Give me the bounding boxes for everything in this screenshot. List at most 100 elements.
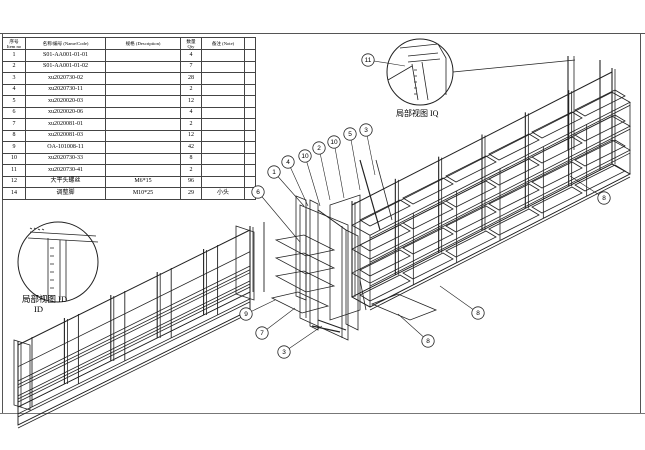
base-plate (351, 163, 631, 308)
shelf-tile (359, 249, 411, 277)
main-assembly-isometric (299, 56, 631, 341)
shelf-tile (445, 230, 497, 258)
balloon-number: 4 (286, 159, 290, 166)
bom-header-blank (244, 37, 256, 50)
balloon-leader (257, 191, 301, 243)
shelf-tile (574, 89, 626, 117)
bom-cell-qty: 12 (180, 129, 202, 142)
balloon-leader (261, 307, 296, 334)
bom-header-note: 备注 (Note) (201, 37, 245, 50)
balloon-leader (287, 161, 309, 207)
sheet-border-bottom (0, 413, 645, 414)
balloon-number: 8 (602, 195, 606, 202)
balloon-leader (365, 129, 376, 176)
balloon-circle (251, 185, 265, 199)
shelf-tile (574, 114, 626, 142)
shelf-front-lip (17, 312, 251, 429)
bom-cell-item-no: 7 (2, 118, 26, 131)
bom-cell-blank (244, 49, 256, 62)
shelf-panel (351, 139, 631, 284)
balloon-number: 11 (365, 57, 372, 64)
shelf-tile (531, 111, 583, 139)
shelf-tile (402, 202, 454, 230)
balloon-circle (277, 345, 291, 359)
loose-base-panel (270, 291, 330, 314)
loose-upright-a (295, 195, 307, 301)
bom-cell-blank (244, 141, 256, 154)
balloon-circle (471, 306, 485, 320)
bom-cell-blank (244, 152, 256, 165)
shelf-tile (531, 136, 583, 164)
balloon-number: 10 (301, 153, 309, 160)
shelf-tile (488, 133, 540, 161)
bom-cell-blank (244, 164, 256, 177)
balloon-number: 9 (244, 311, 248, 318)
balloon-circle (312, 141, 326, 155)
balloon-number: 8 (476, 310, 480, 317)
balloon-circle (359, 123, 373, 137)
left-end-frame (13, 339, 31, 411)
detail-iq-content (387, 43, 576, 101)
right-end-frame (235, 225, 255, 301)
balloon-leader (304, 155, 321, 207)
shelf-tile (574, 139, 626, 167)
shelf-panel (351, 163, 631, 308)
shelf-tile (574, 164, 626, 192)
shelf-front-lip (17, 301, 251, 418)
shelf-tile (359, 274, 411, 302)
loose-shelf-panel (274, 252, 336, 275)
detail-id-caption: 局部视图 ID (22, 294, 67, 304)
shelf-tile (359, 224, 411, 252)
shelf-front-lip (369, 176, 631, 311)
loose-shelf-tile (370, 293, 438, 321)
sheet-border-top (0, 33, 645, 34)
shelf-tile (488, 208, 540, 236)
bom-cell-name: xu2020730-33 (25, 152, 106, 165)
balloon-circle (267, 165, 281, 179)
loose-crossbar (317, 319, 347, 331)
balloon-number: 10 (330, 139, 338, 146)
end-panel (329, 194, 361, 321)
balloon-circle (343, 127, 357, 141)
detail-view-iq: 局部视图 IQ (386, 38, 576, 118)
detail-id-caption-sub: ID (34, 304, 43, 314)
bom-cell-name: xu2020081-01 (25, 118, 106, 131)
exploded-parts (270, 159, 438, 333)
balloon-circle (281, 155, 295, 169)
balloon-leader (283, 325, 323, 353)
shelf-tile (359, 199, 411, 227)
shelf-tile (531, 161, 583, 189)
loose-crossbar (317, 209, 347, 231)
bom-cell-note: 小头 (201, 187, 245, 200)
balloon-number: 2 (317, 145, 321, 152)
loose-upright-c (345, 229, 359, 331)
top-rail (17, 229, 251, 346)
loose-shelf-panel (274, 270, 336, 293)
shelf-tile (531, 186, 583, 214)
loose-rod (375, 159, 393, 221)
shelf-tile (445, 180, 497, 208)
balloon-circle (597, 191, 611, 205)
balloon-number: 3 (364, 127, 368, 134)
shelf-front-lip (17, 286, 251, 403)
loose-rod (359, 159, 381, 231)
balloon-number: 7 (260, 330, 264, 337)
balloon-circle (255, 326, 269, 340)
shelf-tile (402, 252, 454, 280)
detail-iq-circle (386, 38, 454, 106)
